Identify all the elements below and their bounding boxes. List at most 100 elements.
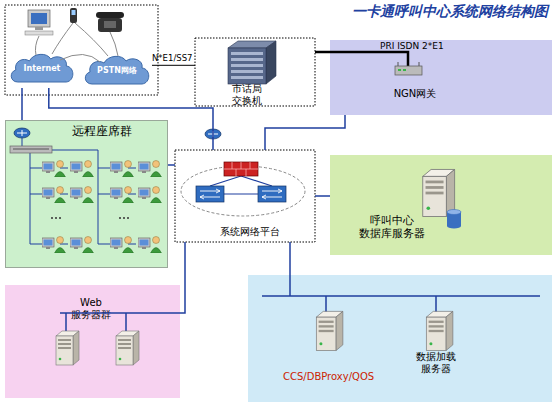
web-bus: [60, 313, 180, 332]
web-server-icon: [56, 331, 139, 365]
web-band: Web 服务器群: [5, 285, 180, 398]
network-link: [49, 88, 213, 150]
platform-box: [175, 150, 315, 242]
mobile-icon: [70, 8, 77, 23]
computer-icon: [35, 27, 43, 30]
gateway-wire: [330, 52, 408, 66]
agent-switch-icon: [10, 146, 52, 153]
telephone-icon: [96, 12, 124, 18]
exchange-server-icon: [228, 48, 266, 84]
cloud-node: PSTN网络: [82, 52, 152, 90]
ellipsis-dots: [123, 217, 125, 219]
agent-icon: [110, 161, 134, 178]
agent-wires: [98, 168, 110, 244]
node-label: PSTN网络: [82, 66, 152, 75]
agent-wires: [22, 138, 136, 244]
agent-wires: [30, 168, 42, 244]
access-wires: [52, 23, 73, 54]
agent-wires: [52, 150, 98, 244]
exchange-server-icon: [231, 64, 263, 67]
server-bus: [262, 275, 540, 312]
agent-icon: [42, 161, 162, 254]
agent-icon: [42, 187, 66, 204]
node-label: 呼叫中心 数据库服务器: [354, 215, 430, 240]
agent-switch-icon: [10, 146, 52, 153]
network-link: [315, 195, 330, 197]
ellipsis-dots: [55, 217, 57, 219]
web-server-icon: [56, 331, 79, 365]
network-link: [152, 65, 195, 66]
exchange-box: [195, 38, 315, 106]
access-wires: [35, 23, 118, 62]
mobile-icon: [72, 10, 76, 15]
agent-icon: [70, 187, 94, 204]
agent-icon: [42, 237, 66, 254]
router-icon: [14, 128, 30, 138]
exchange-server-icon: [231, 52, 263, 55]
platform-box: [175, 150, 315, 242]
telephone-icon: [96, 12, 124, 32]
web-bus: [60, 313, 180, 332]
link-label: PRI ISDN 2*E1: [380, 41, 444, 51]
node-label: CCS/DBProxy/QOS: [283, 371, 393, 383]
computer-icon: [31, 13, 47, 24]
exchange-server-icon: [231, 58, 263, 61]
gateway-wire: [330, 52, 408, 66]
gateway-icon: [403, 69, 406, 71]
exchange-node: 市话局 交换机: [195, 38, 315, 106]
exchange-server-icon: [228, 41, 276, 84]
agent-icon: [138, 237, 162, 254]
database-server-icon: [447, 212, 461, 226]
agent-icon: [70, 161, 94, 178]
ellipsis-dots: [59, 217, 61, 219]
access-wires: [110, 32, 118, 56]
agent-wires: [30, 153, 31, 244]
agent-group-band: 远程座席群: [5, 120, 168, 268]
gateway-icon: [395, 66, 422, 75]
platform-box: [181, 166, 305, 216]
network-link: [289, 242, 291, 275]
access-wires: [60, 54, 100, 62]
agent-switch-icon: [13, 148, 49, 150]
gateway-band: NGN网关: [330, 40, 552, 115]
firewall-icon: [224, 162, 258, 176]
node-label: 远程座席群: [72, 125, 162, 139]
agent-icon: [110, 187, 134, 204]
ellipsis-dots: [51, 217, 53, 219]
diagram-title: 一卡通呼叫中心系统网络结构图: [352, 3, 548, 21]
exchange-server-icon: [228, 41, 276, 48]
database-server-icon: [447, 210, 461, 215]
access-wires: [75, 23, 108, 56]
gateway-icon: [398, 62, 419, 66]
exchange-server-icon: [231, 76, 263, 79]
firewall-icon: [224, 162, 258, 176]
app-server-icon: [316, 311, 343, 350]
gateway-icon: [398, 69, 401, 71]
cloud-node: Internet: [8, 50, 76, 88]
link-label: N*E1/SS7: [152, 53, 192, 63]
app-server-icon: [426, 311, 453, 350]
platform-wires: [210, 176, 272, 194]
database-band: 呼叫中心 数据库服务器: [330, 155, 552, 255]
switch-icon: [196, 186, 286, 202]
database-server-icon: [423, 169, 461, 228]
gateway-icon: [395, 62, 422, 75]
telephone-icon: [98, 18, 122, 32]
network-link: [265, 115, 345, 150]
ellipsis-dots: [51, 217, 129, 219]
platform-wires: [210, 176, 272, 194]
node-label: 数据加载 服务器: [408, 351, 464, 374]
agent-wires: [128, 168, 136, 244]
switch-icon: [196, 186, 224, 202]
node-label: 市话局 交换机: [228, 83, 266, 106]
computer-icon: [28, 10, 50, 27]
node-label: Internet: [8, 64, 76, 73]
node-label: Web 服务器群: [63, 297, 119, 320]
telephone-icon: [104, 21, 116, 28]
exchange-server-icon: [266, 41, 276, 84]
switch-icon: [258, 186, 286, 202]
platform-node: 系统网络平台: [175, 150, 315, 242]
endpoint-box: [5, 5, 158, 95]
